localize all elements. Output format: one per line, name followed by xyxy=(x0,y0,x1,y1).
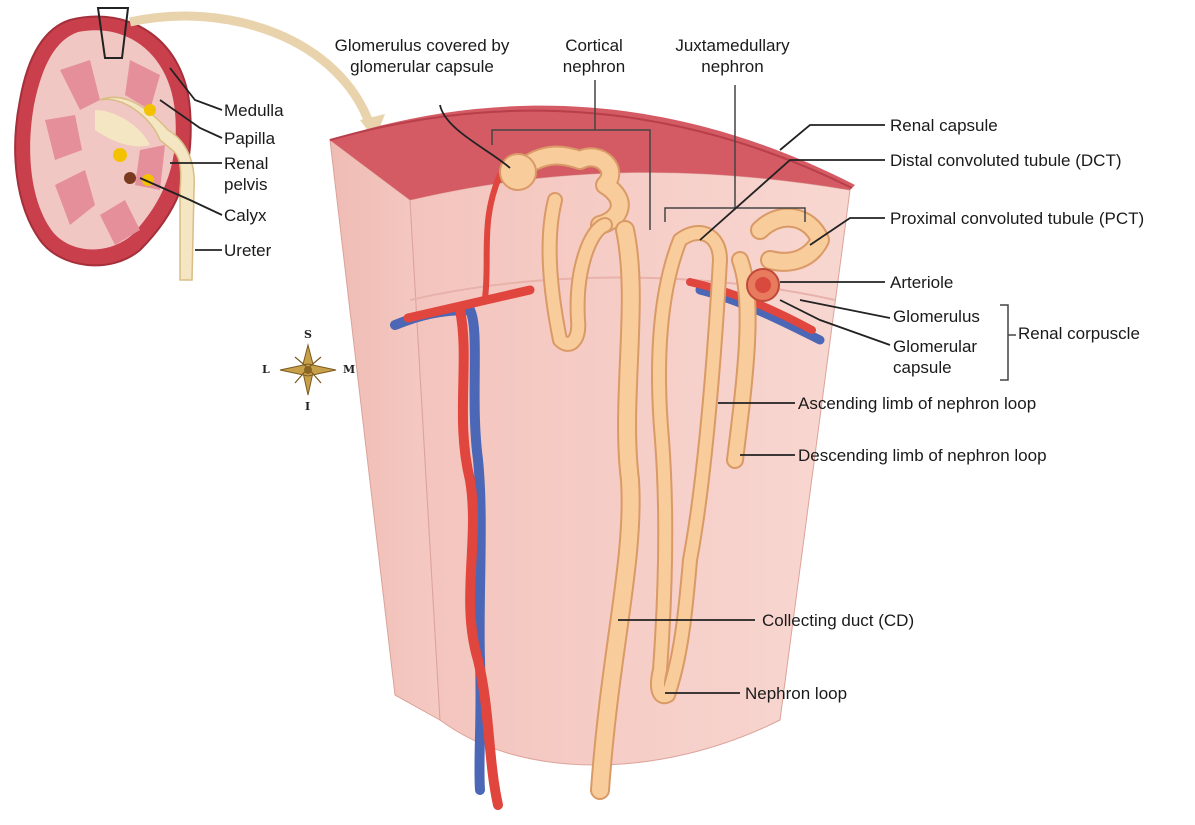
collecting-duct-label: Collecting duct (CD) xyxy=(762,611,915,630)
zoom-arrowhead xyxy=(360,114,385,140)
glomerulus-label: Glomerulus xyxy=(893,307,980,326)
glomerular-capsule-line1: Glomerular xyxy=(893,337,978,356)
nephron-loop-label: Nephron loop xyxy=(745,684,848,703)
dct-label: Distal convoluted tubule (DCT) xyxy=(890,151,1122,170)
renal-pelvis-label: Renal pelvis xyxy=(224,153,268,195)
ureter-label: Ureter xyxy=(224,241,272,260)
medulla-label: Medulla xyxy=(224,101,284,120)
compass-lateral-label: L xyxy=(262,363,270,376)
blood-vessels xyxy=(390,172,825,810)
renal-pelvis-line1: Renal xyxy=(224,154,269,173)
glomerular-capsule-line2: capsule xyxy=(893,358,952,377)
compass-medial-label: M xyxy=(343,363,356,376)
renal-pelvis-line2: pelvis xyxy=(224,175,268,194)
renal-capsule-label: Renal capsule xyxy=(890,116,998,135)
compass-rose xyxy=(279,343,337,396)
kidney-inset xyxy=(14,7,195,281)
tissue-block xyxy=(329,105,855,766)
nephron-tubules xyxy=(499,145,830,800)
juxtamedullary-nephron-line2: nephron xyxy=(701,57,764,76)
compass-inferior-label: I xyxy=(305,400,311,413)
papilla-label: Papilla xyxy=(224,129,276,148)
renal-corpuscle-label: Renal corpuscle xyxy=(1018,324,1140,343)
glomerulus-covered-line2: glomerular capsule xyxy=(350,57,494,76)
arteriole-label: Arteriole xyxy=(890,273,954,292)
descending-limb-label: Descending limb of nephron loop xyxy=(798,446,1047,465)
juxtamedullary-nephron-label: Juxtamedullary nephron xyxy=(655,35,810,77)
glomerular-capsule-label: Glomerular capsule xyxy=(893,336,977,378)
brackets xyxy=(491,80,1016,381)
juxtamedullary-nephron-line1: Juxtamedullary xyxy=(675,36,790,55)
cortical-nephron-line2: nephron xyxy=(562,57,626,76)
glomerulus-covered-label: Glomerulus covered by glomerular capsule xyxy=(312,35,532,77)
glomerulus-covered-line1: Glomerulus covered by xyxy=(334,36,510,55)
cortical-nephron-line1: Cortical xyxy=(565,36,623,55)
compass-superior-label: S xyxy=(304,328,312,341)
zoom-arrow xyxy=(129,11,375,127)
ascending-limb-label: Ascending limb of nephron loop xyxy=(798,394,1037,413)
calyx-label: Calyx xyxy=(224,206,267,225)
cortical-nephron-label: Cortical nephron xyxy=(548,35,640,77)
leader-lines xyxy=(139,67,891,694)
pct-label: Proximal convoluted tubule (PCT) xyxy=(890,209,1145,228)
